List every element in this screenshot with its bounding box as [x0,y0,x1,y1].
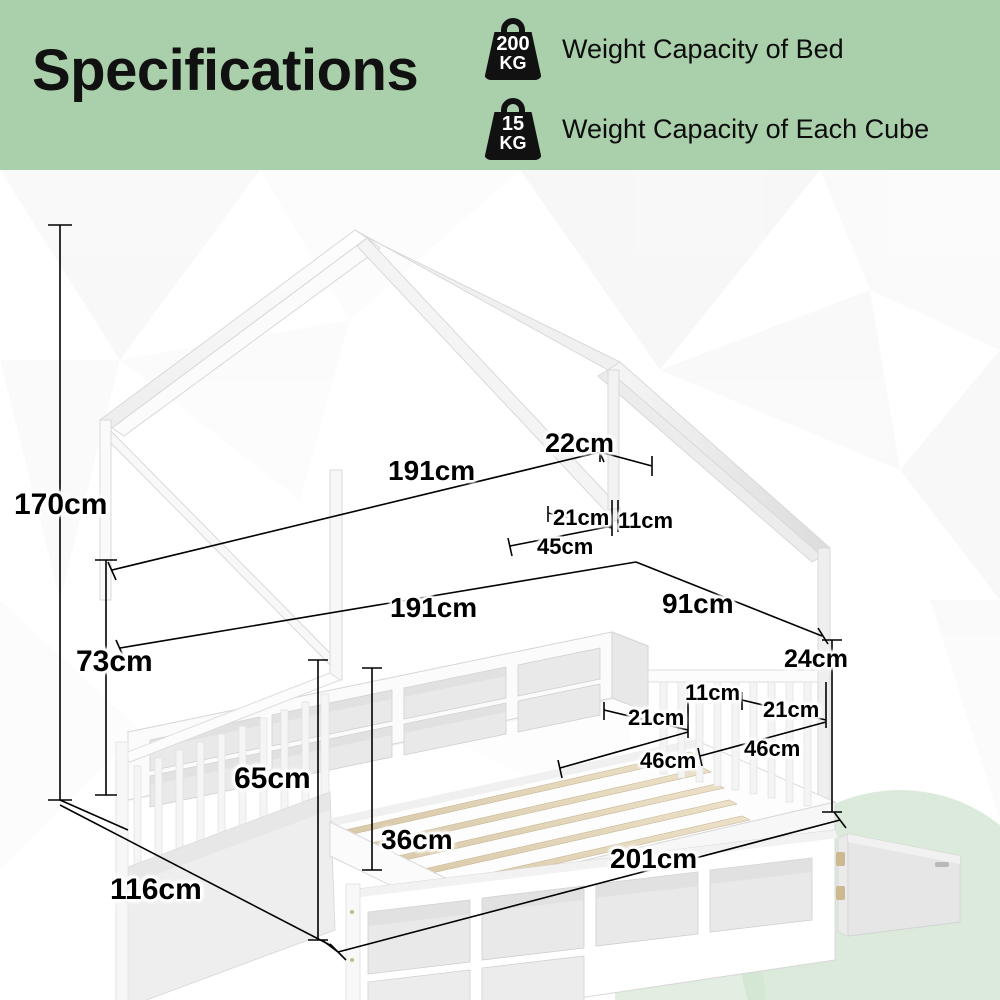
capacity-value: 15 [501,113,525,135]
dimension-label-mattress-length: 191cm [390,592,478,623]
dimension-label-mattress-width: 91cm [662,588,734,619]
dimension-label-overall-length: 201cm [610,843,698,874]
capacity-unit: KG [499,53,527,74]
front-storage-unit [345,829,838,1000]
dimension-label-shelf-end-width: 22cm [545,428,615,458]
dimension-label-bed-depth: 116cm [110,873,202,906]
product-diagram [0,170,1000,1000]
dimension-label-cube-height-top: 11cm [618,508,674,533]
dimension-label-side-panel-height: 24cm [784,645,848,673]
capacity-label: Weight Capacity of Bed [562,33,844,64]
page-title: Specifications [32,38,419,103]
dimension-label-cube-width-right: 46cm [744,736,801,761]
weight-icon: 200 KG [482,18,544,80]
dimension-label-cube-width-top: 45cm [537,534,594,559]
back-shelf-unit [126,631,650,808]
dimension-label-cube-depth-left: 21cm [628,705,685,730]
dimension-label-deck-to-shelf-height: 73cm [76,645,153,678]
capacity-row-bed: 200 KG Weight Capacity of Bed [482,18,844,80]
left-headboard-railing [115,672,342,1000]
weight-icon-body [484,112,542,160]
weight-icon-text: 15 KG [482,114,544,153]
capacity-label: Weight Capacity of Each Cube [562,113,930,144]
dimension-lines [48,224,847,961]
dimension-label-cube-depth-top: 21cm [553,505,610,530]
right-railing [647,669,819,807]
capacity-value: 200 [496,33,530,55]
dimension-label-shelf-top-length: 191cm [388,455,476,486]
header-band: Specifications 200 KG Weight Capacity of… [0,0,1000,170]
dimension-label-storage-height: 36cm [381,824,453,855]
dimension-label-cube-width-left: 46cm [640,748,697,773]
dimension-label-cube-height-side: 11cm [685,680,741,705]
dimension-label-cube-depth-right: 21cm [763,697,820,722]
weight-icon-handle [501,18,525,40]
weight-icon-text: 200 KG [482,34,544,73]
weight-icon: 15 KG [482,98,544,160]
open-door-panel [836,833,961,937]
weight-icon-body [484,32,542,80]
dimension-label-overall-height: 170cm [14,488,108,521]
capacity-row-cube: 15 KG Weight Capacity of Each Cube [482,98,929,160]
capacity-unit: KG [499,133,527,154]
weight-icon-handle [501,98,525,120]
dimension-label-headboard-height: 65cm [234,762,311,795]
